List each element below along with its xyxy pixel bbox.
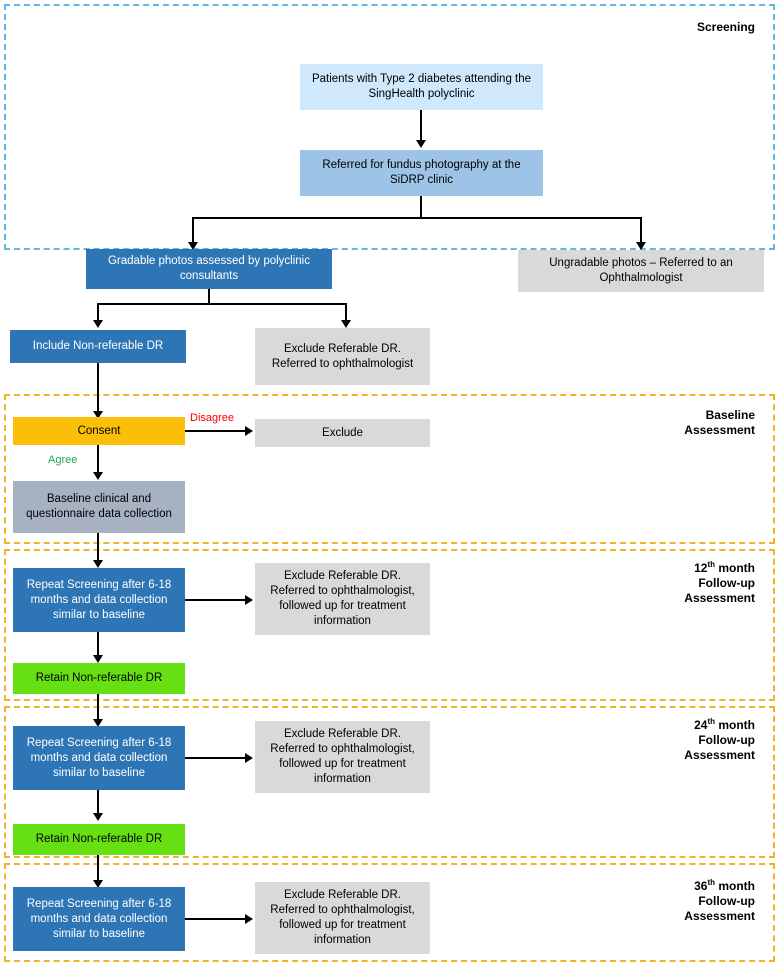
phase-month36-container — [4, 863, 775, 962]
phase-label-month36-rest: month Follow-up Assessment — [684, 879, 755, 923]
arrowhead-to-include-nonreferable — [93, 320, 103, 328]
connector-split-right-drop — [640, 217, 642, 245]
phase-month24-container — [4, 706, 775, 858]
edge-label-disagree: Disagree — [190, 412, 235, 424]
node-referred-fundus-photography[interactable]: Referred for fundus photography at the S… — [300, 150, 543, 196]
connector-split-left-drop — [192, 217, 194, 245]
phase-label-month12: 12th month Follow-up Assessment — [600, 561, 755, 606]
arrowhead-to-exclude12 — [245, 595, 253, 605]
phase-label-baseline: Baseline Assessment — [684, 408, 755, 437]
node-exclude-referable-12[interactable]: Exclude Referable DR. Referred to ophtha… — [255, 563, 430, 635]
connector-repeat24-to-retain24 — [97, 790, 99, 816]
phase-baseline-container — [4, 394, 775, 544]
connector-repeat12-to-exclude12 — [185, 599, 247, 601]
node-ungradable-photos[interactable]: Ungradable photos – Referred to an Ophth… — [518, 250, 764, 292]
arrowhead-to-consent — [93, 411, 103, 419]
node-repeat-screening-24[interactable]: Repeat Screening after 6-18 months and d… — [13, 726, 185, 790]
node-patients-type2-diabetes[interactable]: Patients with Type 2 diabetes attending … — [300, 64, 543, 110]
node-exclude-referable-24[interactable]: Exclude Referable DR. Referred to ophtha… — [255, 721, 430, 793]
arrowhead-to-gradable — [188, 242, 198, 250]
node-include-nonreferable-dr[interactable]: Include Non-referable DR — [10, 330, 186, 363]
arrowhead-to-retain12 — [93, 655, 103, 663]
connector-repeat24-to-exclude24 — [185, 757, 247, 759]
arrowhead-to-exclude36 — [245, 914, 253, 924]
node-exclude-referable-dr[interactable]: Exclude Referable DR. Referred to ophtha… — [255, 328, 430, 385]
phase-label-month36: 36th month Follow-up Assessment — [600, 879, 755, 924]
connector-gradable-bus — [97, 303, 347, 305]
phase-label-screening: Screening — [696, 20, 755, 34]
phase-label-month36-ordinal: th — [707, 878, 715, 887]
connector-gradable-right-drop — [345, 303, 347, 323]
arrowhead-to-exclude24 — [245, 753, 253, 763]
node-retain-nonreferable-24[interactable]: Retain Non-referable DR — [13, 824, 185, 855]
connector-consent-to-exclude — [185, 430, 247, 432]
arrowhead-to-repeat24 — [93, 719, 103, 727]
connector-retain24-to-repeat36 — [97, 855, 99, 883]
connector-include-to-consent — [97, 363, 99, 414]
phase-label-month24-rest: month Follow-up Assessment — [684, 718, 755, 762]
edge-label-agree: Agree — [48, 454, 78, 466]
arrowhead-to-exclude — [245, 426, 253, 436]
phase-month12-container — [4, 549, 775, 701]
node-baseline-data-collection[interactable]: Baseline clinical and questionnaire data… — [13, 481, 185, 533]
phase-label-month24-ordinal: th — [707, 717, 715, 726]
arrowhead-to-ungradable — [636, 242, 646, 250]
phase-label-month24: 24th month Follow-up Assessment — [600, 718, 755, 763]
arrowhead-to-repeat36 — [93, 880, 103, 888]
connector-repeat36-to-exclude36 — [185, 918, 247, 920]
connector-gradable-left-drop — [97, 303, 99, 323]
phase-label-month24-number: 24 — [694, 718, 708, 732]
node-consent[interactable]: Consent — [13, 417, 185, 445]
arrowhead-patients-to-referred — [416, 140, 426, 148]
connector-consent-to-baseline-collection — [97, 445, 99, 475]
phase-label-month12-rest: month Follow-up Assessment — [684, 561, 755, 605]
connector-repeat12-to-retain12 — [97, 632, 99, 658]
phase-label-month12-number: 12 — [694, 561, 708, 575]
arrowhead-to-exclude-referable — [341, 320, 351, 328]
node-retain-nonreferable-12[interactable]: Retain Non-referable DR — [13, 663, 185, 694]
node-repeat-screening-12[interactable]: Repeat Screening after 6-18 months and d… — [13, 568, 185, 632]
phase-screening-container — [4, 4, 775, 250]
arrowhead-to-baseline-collection — [93, 472, 103, 480]
connector-retain12-to-repeat24 — [97, 694, 99, 722]
connector-patients-to-referred — [420, 110, 422, 143]
node-exclude-referable-36[interactable]: Exclude Referable DR. Referred to ophtha… — [255, 882, 430, 954]
node-exclude[interactable]: Exclude — [255, 419, 430, 447]
node-repeat-screening-36[interactable]: Repeat Screening after 6-18 months and d… — [13, 887, 185, 951]
connector-referred-stem — [420, 196, 422, 219]
node-gradable-photos[interactable]: Gradable photos assessed by polyclinic c… — [86, 249, 332, 289]
arrowhead-to-repeat12 — [93, 560, 103, 568]
connector-gradable-stem — [208, 289, 210, 305]
phase-label-month36-number: 36 — [694, 879, 708, 893]
phase-label-month12-ordinal: th — [707, 560, 715, 569]
connector-baseline-to-repeat12 — [97, 533, 99, 563]
arrowhead-to-retain24 — [93, 813, 103, 821]
connector-split-bus — [192, 217, 642, 219]
